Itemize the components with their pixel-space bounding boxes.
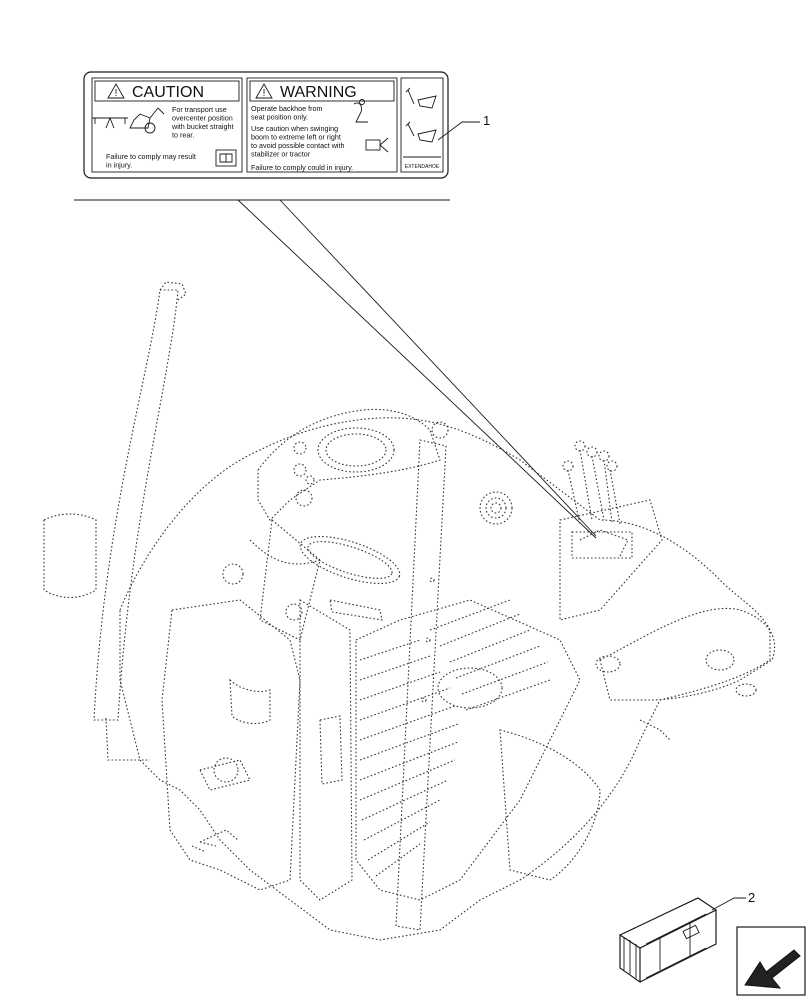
- caution-triangle-icon: !: [107, 83, 125, 99]
- kit-box: [618, 897, 718, 984]
- warning-triangle-icon: !: [255, 83, 273, 99]
- warning-line2: Use caution when swinging boom to extrem…: [251, 124, 347, 159]
- side-label: EXTENDAHOE: [405, 164, 440, 170]
- callout-1-label: 1: [483, 113, 490, 128]
- callout-2: 2: [711, 890, 755, 911]
- svg-text:!: !: [263, 88, 266, 99]
- caution-instruction: For transport use overcenter position wi…: [171, 105, 236, 140]
- caution-failure: Failure to comply may result in injury.: [106, 152, 198, 170]
- next-page-arrow-icon[interactable]: [736, 926, 806, 996]
- callout-1: 1: [437, 113, 490, 141]
- operator-platform: [43, 281, 776, 941]
- warning-line1: Operate backhoe from seat position only.: [251, 104, 325, 122]
- safety-decal: ! CAUTION For transport use overcenter p…: [83, 71, 449, 179]
- svg-text:!: !: [115, 88, 118, 99]
- swing-boom-icon: [365, 137, 389, 153]
- control-levers: [562, 440, 621, 525]
- leader-lines: [74, 199, 597, 539]
- lever-icon: [405, 87, 437, 143]
- operator-seat-icon: [353, 99, 368, 123]
- warning-heading: WARNING: [280, 84, 357, 101]
- backhoe-icon: [92, 107, 165, 134]
- callout-2-label: 2: [748, 890, 755, 905]
- book-icon: [215, 149, 237, 167]
- floor-mat: [355, 599, 581, 901]
- warning-failure: Failure to comply could in injury.: [251, 163, 353, 172]
- caution-heading: CAUTION: [132, 84, 204, 101]
